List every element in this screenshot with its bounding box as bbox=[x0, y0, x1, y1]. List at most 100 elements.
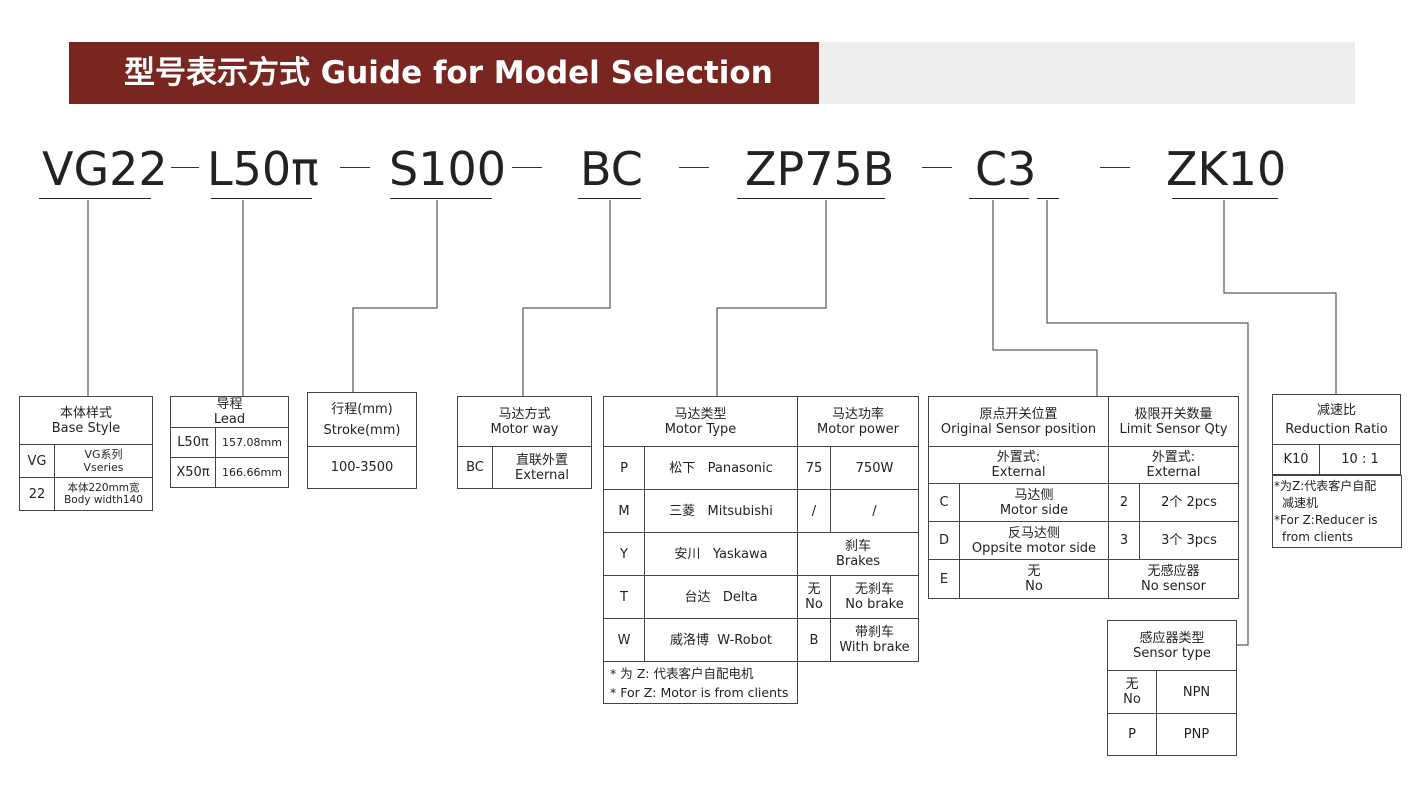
brake-title-en: Brakes bbox=[835, 554, 881, 569]
reduction-table: 减速比 Reduction Ratio K10 10 : 1 bbox=[1272, 394, 1401, 475]
lead-header: 导程 Lead bbox=[170, 396, 289, 428]
connector-origin bbox=[992, 200, 1098, 396]
motor-type-title-cn: 马达类型 bbox=[674, 406, 727, 422]
sensor-type-title-en: Sensor type bbox=[1133, 645, 1211, 661]
motor-type-code: T bbox=[603, 575, 645, 619]
motor-type-cn: 威洛博 bbox=[669, 632, 709, 648]
brake-code: B bbox=[797, 618, 831, 662]
connector-stroke bbox=[352, 200, 438, 392]
base-style-title-cn: 本体样式 bbox=[59, 405, 112, 421]
limit-sensor-title-cn: 极限开关数量 bbox=[1134, 406, 1213, 422]
motor-type-table: 马达类型 Motor Type P 松下 Panasonic M 三菱 Mits… bbox=[603, 396, 798, 704]
code-sensor: C3 bbox=[975, 142, 1037, 196]
origin-sensor-sub-en: External bbox=[991, 465, 1046, 480]
reduction-title-cn: 减速比 bbox=[1316, 402, 1356, 418]
underline-sensor-type bbox=[1037, 198, 1059, 199]
sensor-type-value: PNP bbox=[1156, 713, 1237, 756]
separator-dash bbox=[340, 167, 370, 168]
lead-value: 157.08mm bbox=[215, 427, 289, 458]
brake-title-cn: 刹车 bbox=[844, 539, 871, 554]
motor-power-title-en: Motor power bbox=[817, 421, 899, 437]
sensor-type-header: 感应器类型 Sensor type bbox=[1107, 620, 1237, 671]
origin-sensor-sub-cn: 外置式: bbox=[996, 450, 1041, 465]
brake-code-en: No bbox=[805, 597, 823, 612]
stroke-header: 行程(mm) Stroke(mm) bbox=[307, 392, 417, 447]
motor-type-en: Mitsubishi bbox=[707, 503, 773, 519]
motor-power-value: / bbox=[830, 489, 919, 533]
brake-cn: 带刹车 bbox=[854, 625, 894, 640]
origin-sensor-en: Motor side bbox=[999, 502, 1069, 518]
table-row: 75 750W bbox=[797, 446, 919, 490]
code-stroke: S100 bbox=[389, 142, 506, 196]
table-row: / / bbox=[797, 489, 919, 533]
base-style-code: 22 bbox=[19, 477, 55, 511]
connector-reduction bbox=[1223, 200, 1337, 394]
table-row: P 松下 Panasonic bbox=[603, 446, 798, 490]
limit-sensor-none: 无感应器 No sensor bbox=[1108, 559, 1239, 599]
reduction-header: 减速比 Reduction Ratio bbox=[1272, 394, 1401, 445]
header-background bbox=[819, 42, 1355, 104]
brake-code-cn: 无 bbox=[807, 582, 821, 597]
motor-way-title-en: Motor way bbox=[490, 421, 559, 437]
reduction-note-en-1: *For Z:Reducer is bbox=[1274, 513, 1378, 527]
sensor-type-code: P bbox=[1107, 713, 1157, 756]
origin-sensor-cn: 马达侧 bbox=[1014, 487, 1054, 503]
origin-sensor-code: C bbox=[928, 483, 960, 522]
limit-sensor-header: 极限开关数量 Limit Sensor Qty bbox=[1108, 396, 1239, 447]
code-base-style: VG22 bbox=[42, 142, 168, 196]
header-bar bbox=[69, 42, 819, 104]
separator-dash bbox=[512, 167, 542, 168]
base-style-desc-en: Vseries bbox=[83, 461, 124, 474]
underline-reduction bbox=[1172, 198, 1278, 199]
code-lead: L50π bbox=[207, 142, 319, 196]
motor-type-code: P bbox=[603, 446, 645, 490]
motor-power-title-cn: 马达功率 bbox=[831, 406, 884, 422]
motor-type-code: W bbox=[603, 618, 645, 662]
limit-sensor-code: 3 bbox=[1108, 521, 1140, 560]
origin-sensor-header: 原点开关位置 Original Sensor position bbox=[928, 396, 1109, 447]
origin-sensor-code: E bbox=[928, 559, 960, 599]
table-row: W 威洛博 W-Robot bbox=[603, 618, 798, 662]
lead-title-en: Lead bbox=[213, 412, 246, 427]
table-row: X50π 166.66mm bbox=[170, 457, 289, 488]
motor-type-en: Yaskawa bbox=[712, 546, 768, 562]
lead-table: 导程 Lead L50π 157.08mm X50π 166.66mm bbox=[170, 396, 289, 488]
separator-dash bbox=[171, 167, 199, 168]
brake-header: 刹车 Brakes bbox=[797, 532, 919, 576]
limit-sensor-none-cn: 无感应器 bbox=[1147, 564, 1200, 579]
stroke-title-cn: 行程(mm) bbox=[331, 401, 393, 417]
motor-type-en: W-Robot bbox=[717, 632, 772, 648]
underline-stroke bbox=[390, 198, 492, 199]
motor-type-cn: 台达 bbox=[684, 589, 711, 605]
motor-way-header: 马达方式 Motor way bbox=[457, 396, 592, 447]
base-style-desc-en: Body width140 bbox=[64, 494, 143, 506]
motor-type-note: * 为 Z: 代表客户自配电机 * For Z: Motor is from c… bbox=[603, 661, 798, 704]
limit-sensor-sub: 外置式: External bbox=[1108, 446, 1239, 484]
code-reduction: ZK10 bbox=[1166, 142, 1287, 196]
connector-motor bbox=[716, 200, 827, 396]
motor-type-title-en: Motor Type bbox=[664, 421, 737, 437]
motor-power-code: / bbox=[797, 489, 831, 533]
table-row: 3 3个 3pcs bbox=[1108, 521, 1239, 560]
motor-type-code: M bbox=[603, 489, 645, 533]
limit-sensor-sub-cn: 外置式: bbox=[1151, 450, 1196, 465]
table-row: M 三菱 Mitsubishi bbox=[603, 489, 798, 533]
base-style-desc-cn: VG系列 bbox=[84, 448, 123, 461]
motor-way-code: BC bbox=[457, 446, 493, 489]
motor-type-en: Delta bbox=[722, 589, 758, 605]
lead-code: X50π bbox=[170, 457, 216, 488]
origin-sensor-title-cn: 原点开关位置 bbox=[979, 406, 1058, 422]
motor-power-code: 75 bbox=[797, 446, 831, 490]
limit-sensor-sub-en: External bbox=[1146, 465, 1201, 480]
sensor-type-value: NPN bbox=[1156, 670, 1237, 714]
reduction-title-en: Reduction Ratio bbox=[1285, 421, 1388, 437]
lead-code: L50π bbox=[170, 427, 216, 458]
reduction-value: 10 : 1 bbox=[1319, 444, 1401, 475]
